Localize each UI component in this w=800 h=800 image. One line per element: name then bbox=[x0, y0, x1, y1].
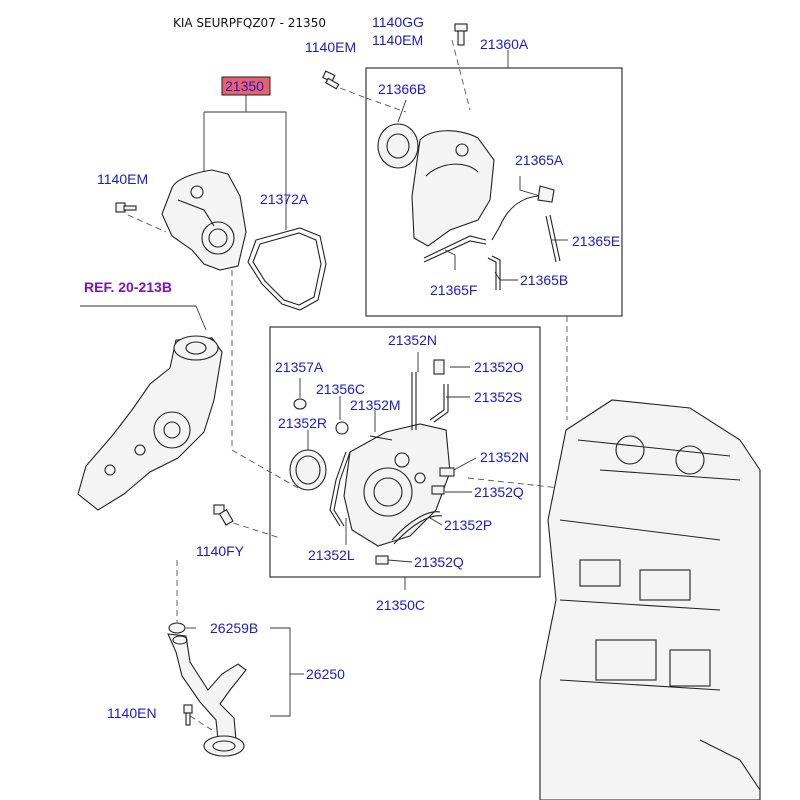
diagram-title: KIA SEURPFQZ07 - 21350 bbox=[173, 16, 326, 30]
lower-timing-cover-part[interactable] bbox=[343, 423, 451, 547]
label-upper-cover-asm[interactable]: 21360A bbox=[480, 36, 529, 52]
bolt-left-1140em-icon[interactable] bbox=[115, 202, 137, 213]
label-lower-p[interactable]: 21352P bbox=[444, 517, 492, 533]
lower-gasket-l-part[interactable] bbox=[329, 451, 351, 527]
label-lower-r[interactable]: 21352R bbox=[278, 415, 327, 431]
upper-oil-seal-part[interactable] bbox=[377, 123, 419, 169]
label-lower-q-bottom[interactable]: 21352Q bbox=[414, 554, 464, 570]
label-lower-n-top[interactable]: 21352N bbox=[388, 332, 437, 348]
label-upper-seal[interactable]: 21366B bbox=[378, 81, 426, 97]
upper-bracket-part[interactable] bbox=[491, 185, 555, 241]
oil-strainer-part[interactable] bbox=[167, 633, 247, 757]
label-bolt-left[interactable]: 1140EM bbox=[97, 171, 148, 187]
label-upper-gasket-b[interactable]: 21365B bbox=[520, 272, 568, 288]
front-gasket-part[interactable] bbox=[247, 227, 327, 311]
label-bolt-top-1[interactable]: 1140GG bbox=[372, 14, 424, 30]
label-lower-cover-asm[interactable]: 21350C bbox=[376, 597, 425, 613]
label-bolt-upper[interactable]: 1140EM bbox=[305, 39, 356, 55]
label-bolt-fy[interactable]: 1140FY bbox=[196, 543, 245, 559]
label-lower-l[interactable]: 21352L bbox=[308, 547, 355, 563]
lower-gasket-s-part[interactable] bbox=[429, 384, 449, 423]
label-upper-gasket-e[interactable]: 21365E bbox=[572, 233, 620, 249]
label-lower-c[interactable]: 21356C bbox=[316, 381, 365, 397]
upper-gasket-b-part[interactable] bbox=[487, 255, 501, 290]
lower-gasket-m-part[interactable] bbox=[369, 435, 393, 441]
upper-timing-cover-part[interactable] bbox=[411, 130, 495, 247]
label-lower-s[interactable]: 21352S bbox=[474, 389, 522, 405]
lower-part-q-bottom[interactable] bbox=[375, 555, 389, 565]
upper-cover-box bbox=[365, 67, 623, 317]
bolt-upper-1140em-icon[interactable] bbox=[322, 70, 340, 90]
oring-part[interactable] bbox=[168, 622, 186, 634]
engine-block-image bbox=[539, 399, 761, 800]
lower-gasket-n-top-part[interactable] bbox=[411, 372, 417, 430]
label-lower-n-right[interactable]: 21352N bbox=[480, 449, 529, 465]
lower-part-c[interactable] bbox=[335, 421, 349, 435]
label-upper-gasket-f[interactable]: 21365F bbox=[430, 282, 477, 298]
label-bolt-en[interactable]: 1140EN bbox=[107, 705, 157, 721]
timing-cover-upper-part[interactable] bbox=[161, 169, 247, 271]
lower-seal-r-part[interactable] bbox=[289, 449, 327, 491]
label-bolt-top-2[interactable]: 1140EM bbox=[372, 32, 423, 48]
label-lower-o[interactable]: 21352O bbox=[474, 359, 524, 375]
bolt-1140fy-icon[interactable] bbox=[213, 504, 234, 526]
lower-part-n-right[interactable] bbox=[439, 467, 455, 477]
label-lower-q-right[interactable]: 21352Q bbox=[474, 484, 524, 500]
label-front-gasket[interactable]: 21372A bbox=[260, 191, 309, 207]
highlight-box bbox=[221, 76, 271, 96]
label-reference[interactable]: REF. 20-213B bbox=[84, 279, 172, 295]
lower-part-a[interactable] bbox=[293, 398, 307, 410]
label-oring[interactable]: 26259B bbox=[210, 620, 258, 636]
upper-gasket-e-part[interactable] bbox=[545, 214, 561, 263]
guide-lines bbox=[127, 39, 568, 731]
lower-part-o[interactable] bbox=[433, 359, 445, 375]
upper-gasket-f-part[interactable] bbox=[423, 235, 487, 263]
label-oil-pump-strainer[interactable]: 26250 bbox=[306, 666, 345, 682]
lower-gasket-p-part[interactable] bbox=[391, 511, 443, 545]
label-main-assembly[interactable]: 21350 bbox=[225, 78, 264, 94]
label-lower-m[interactable]: 21352M bbox=[350, 397, 401, 413]
oil-pump-body-part[interactable] bbox=[77, 335, 223, 511]
label-lower-a[interactable]: 21357A bbox=[275, 359, 324, 375]
bolt-1140en-icon[interactable] bbox=[183, 704, 193, 726]
label-upper-bracket[interactable]: 21365A bbox=[515, 152, 564, 168]
lower-part-q-right[interactable] bbox=[431, 485, 445, 495]
bolt-1140gg-icon[interactable] bbox=[454, 23, 468, 46]
